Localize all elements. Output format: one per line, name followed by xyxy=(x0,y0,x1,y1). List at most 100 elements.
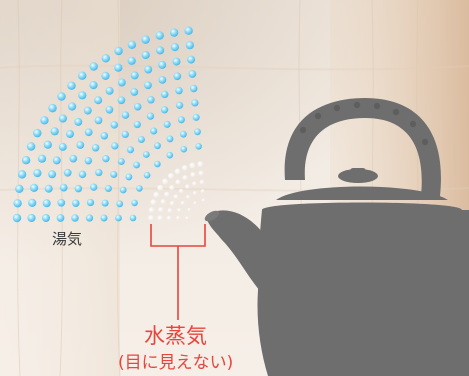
steam-drop xyxy=(43,140,52,149)
steam-drop xyxy=(101,71,110,81)
steam-drop xyxy=(163,120,171,128)
steam-drop xyxy=(130,71,139,80)
steam-drop xyxy=(169,28,179,37)
steam-drop xyxy=(143,171,151,179)
vapor-particle xyxy=(173,194,179,199)
steam-drop xyxy=(115,214,122,222)
steam-drop xyxy=(57,198,66,207)
steam-drop xyxy=(136,185,143,192)
vapor-particle xyxy=(169,200,175,206)
vapor-particle xyxy=(148,215,154,221)
steam-label: 湯気 xyxy=(52,230,83,248)
steam-drop xyxy=(187,55,196,64)
steam-drop xyxy=(33,128,42,138)
vapor-particle xyxy=(199,179,205,185)
steam-drop xyxy=(127,56,136,65)
steam-drop xyxy=(117,96,126,105)
steam-drop xyxy=(137,135,145,144)
steam-drop xyxy=(114,46,123,56)
vapor-particle xyxy=(169,184,175,191)
steam-drop xyxy=(44,184,53,193)
steam-drop xyxy=(189,84,198,93)
steam-drop xyxy=(84,128,93,137)
steam-drop xyxy=(94,116,103,125)
steam-drop xyxy=(42,199,51,208)
steam-drop xyxy=(102,155,110,163)
steam-drop xyxy=(100,214,108,222)
steam-drop xyxy=(144,81,152,90)
steam-drop xyxy=(188,70,197,78)
steam-drop xyxy=(117,78,126,87)
vapor-particle xyxy=(157,184,164,191)
steam-drop xyxy=(89,80,98,90)
steam-drop xyxy=(77,71,87,80)
vapor-particle xyxy=(192,191,197,195)
steam-drop xyxy=(57,92,66,101)
steam-drop xyxy=(48,103,57,113)
vapor-particle xyxy=(174,168,181,175)
steam-drop xyxy=(160,106,169,114)
steam-drop xyxy=(172,57,181,66)
steam-drop xyxy=(195,143,202,150)
steam-drop xyxy=(184,26,193,35)
steam-drop xyxy=(116,200,124,208)
steam-drop xyxy=(101,199,109,207)
water-vapor-zone xyxy=(148,161,205,221)
steam-drop xyxy=(177,116,185,124)
vapor-particle xyxy=(162,178,169,185)
vapor-particle xyxy=(157,215,163,221)
steam-drop xyxy=(142,151,150,158)
steam-drop xyxy=(155,46,165,55)
steam-drop xyxy=(74,117,83,126)
steam-drop xyxy=(166,135,174,143)
steam-drop xyxy=(158,76,167,84)
steam-drop xyxy=(101,54,111,63)
steam-drop xyxy=(40,116,49,125)
steam-drop xyxy=(147,96,155,104)
vapor-particle xyxy=(160,199,166,205)
steam-drop xyxy=(129,214,137,222)
steam-drop xyxy=(13,199,22,208)
vapor-particle xyxy=(186,195,190,199)
steam-drop xyxy=(154,160,161,168)
steam-drop xyxy=(95,168,103,177)
steam-drop xyxy=(192,113,200,121)
steam-drop xyxy=(100,132,109,140)
vapor-particle xyxy=(168,173,174,179)
steam-drop xyxy=(12,213,22,223)
vapor-particle xyxy=(158,207,164,213)
steam-drop xyxy=(42,214,50,222)
water-vapor-invisible-note: (目に見えない) xyxy=(118,353,234,373)
steam-drop xyxy=(130,88,139,96)
vapor-particle xyxy=(175,179,181,185)
steam-drop xyxy=(191,99,199,107)
steam-drop xyxy=(154,142,161,150)
steam-drop xyxy=(150,127,158,135)
steam-drop xyxy=(170,42,180,52)
steam-drop xyxy=(180,145,188,153)
vapor-particle xyxy=(182,174,188,181)
steam-drop xyxy=(105,105,114,114)
steam-drop xyxy=(110,121,119,129)
steam-drop xyxy=(58,114,68,123)
steam-drop xyxy=(133,161,141,169)
steam-drop xyxy=(89,62,98,71)
steam-drop xyxy=(121,130,129,139)
vapor-particle xyxy=(185,216,189,220)
vapor-particle xyxy=(148,207,155,213)
steam-drop xyxy=(59,183,68,192)
vapor-particle xyxy=(177,208,182,213)
steam-drop xyxy=(119,186,127,194)
steam-drop xyxy=(141,50,150,60)
vapor-particle xyxy=(166,215,172,221)
steam-drop xyxy=(83,106,92,115)
vapor-particle xyxy=(190,172,196,178)
steam-drop xyxy=(94,96,103,105)
steam-drop xyxy=(131,199,138,207)
steam-drop xyxy=(21,155,31,165)
steam-drop xyxy=(74,184,83,193)
vapor-particle xyxy=(176,216,180,220)
vapor-particle xyxy=(201,198,205,202)
